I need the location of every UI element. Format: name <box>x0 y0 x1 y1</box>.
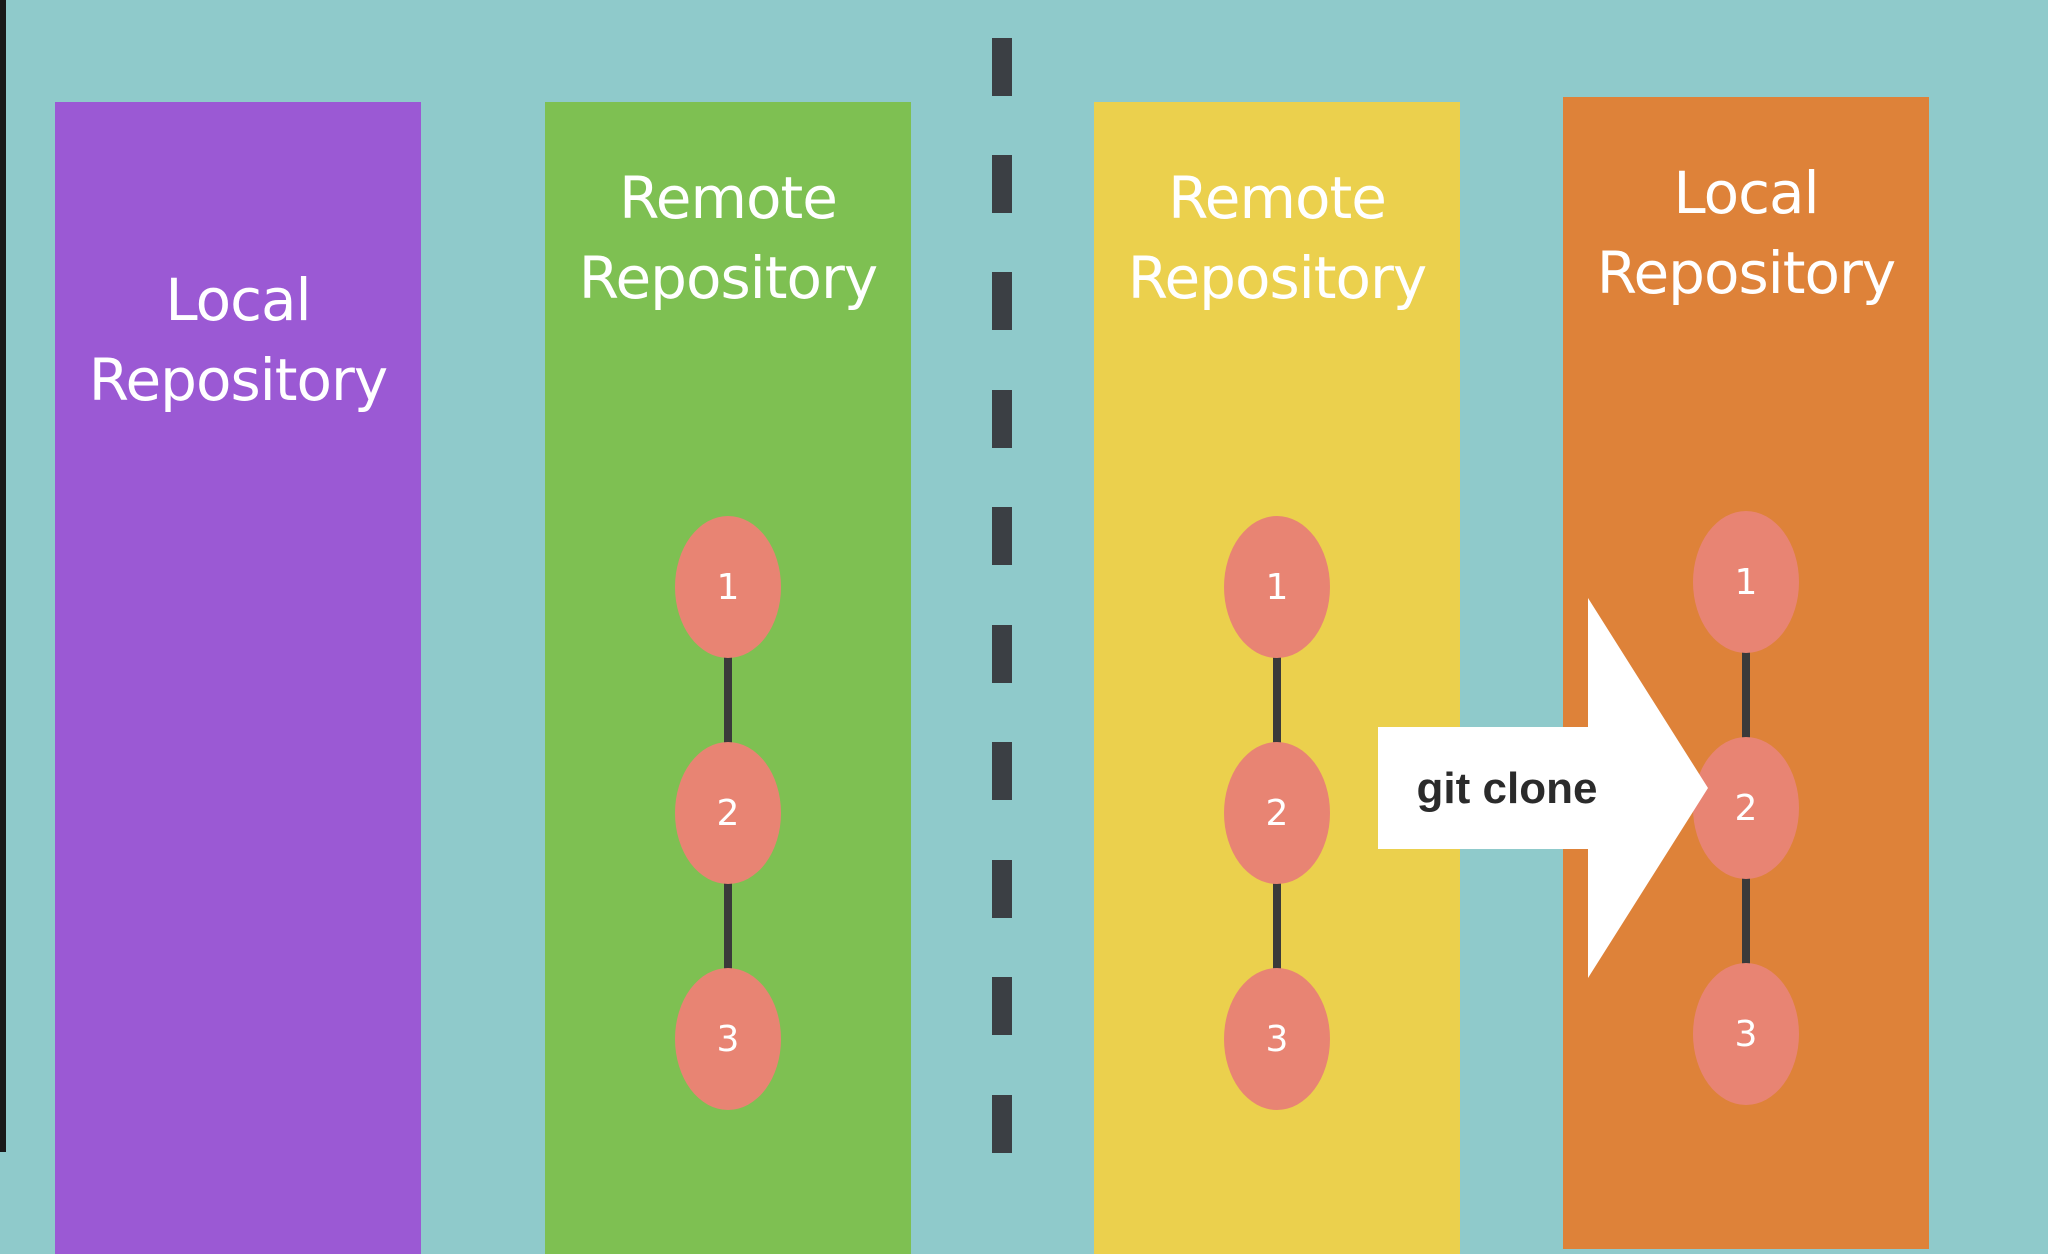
commit-node: 1 <box>675 516 781 658</box>
commit-node: 2 <box>1693 737 1799 879</box>
column-title: Remote Repository <box>1094 158 1460 318</box>
divider-dash <box>992 1095 1012 1153</box>
commit-node: 3 <box>675 968 781 1110</box>
column-title: Local Repository <box>55 260 421 420</box>
commit-node: 2 <box>1224 742 1330 884</box>
column-remote-repository-before: Remote Repository 1 2 3 <box>545 102 911 1254</box>
commit-node: 3 <box>1693 963 1799 1105</box>
column-remote-repository-after: Remote Repository 1 2 3 <box>1094 102 1460 1254</box>
divider-dash <box>992 625 1012 683</box>
column-title-line2: Repository <box>578 244 878 312</box>
arrow-shape <box>1378 598 1708 978</box>
divider-dash <box>992 860 1012 918</box>
divider-dash <box>992 507 1012 565</box>
divider-dash <box>992 742 1012 800</box>
divider-dash <box>992 977 1012 1035</box>
divider-dash <box>992 390 1012 448</box>
column-title-line1: Remote <box>1168 164 1387 232</box>
column-title-line1: Local <box>1673 159 1819 227</box>
divider-dash <box>992 38 1012 96</box>
commit-node: 1 <box>1224 516 1330 658</box>
column-title-line1: Local <box>165 266 311 334</box>
column-title-line2: Repository <box>1596 239 1896 307</box>
divider-dash <box>992 155 1012 213</box>
column-title-line1: Remote <box>619 164 838 232</box>
commit-node: 3 <box>1224 968 1330 1110</box>
column-title-line2: Repository <box>88 346 388 414</box>
column-title-line2: Repository <box>1127 244 1427 312</box>
git-clone-label: git clone <box>1416 764 1598 813</box>
left-edge-border <box>0 0 6 1152</box>
column-title: Local Repository <box>1563 153 1929 313</box>
commit-node: 1 <box>1693 511 1799 653</box>
git-clone-arrow <box>1378 598 1708 978</box>
column-local-repository-before: Local Repository <box>55 102 421 1254</box>
column-title: Remote Repository <box>545 158 911 318</box>
divider-dash <box>992 272 1012 330</box>
commit-node: 2 <box>675 742 781 884</box>
